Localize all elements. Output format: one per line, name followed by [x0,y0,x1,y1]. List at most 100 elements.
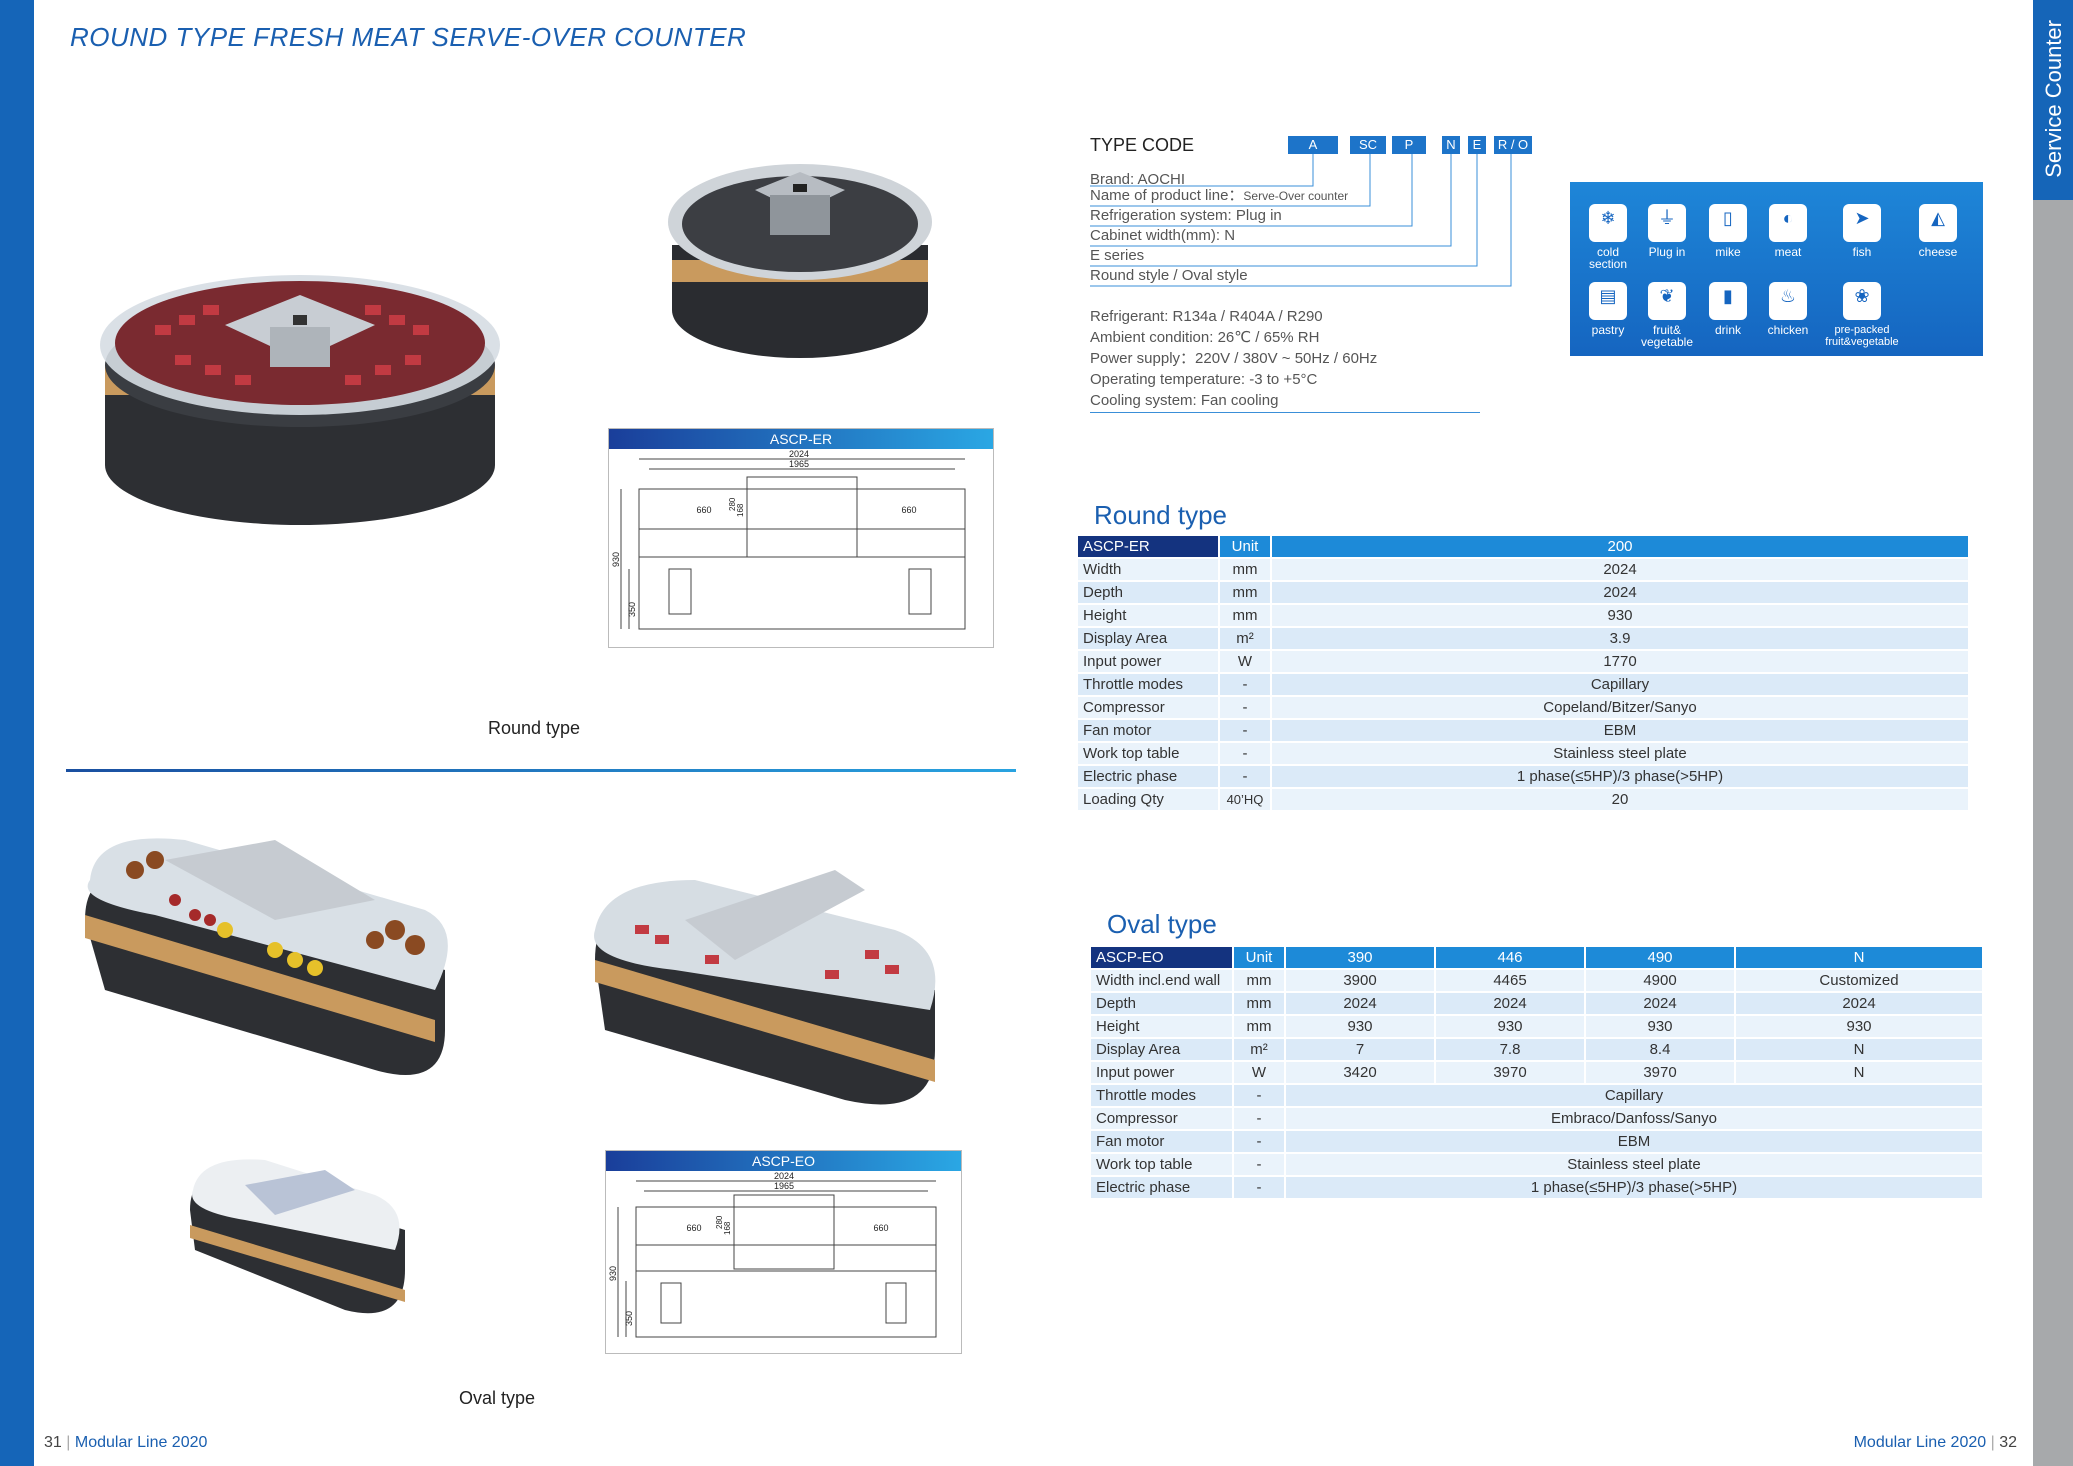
round-type-heading: Round type [1094,500,1227,530]
type-code-descriptions: Brand: AOCHI Name of product line：Serve-… [1090,170,1348,286]
oval-type-table: ASCP-EO Unit 390 446 490 N Width incl.en… [1091,947,1984,1200]
oval-dim-inner: 1965 [774,1181,794,1191]
table-row: Fan motor-EBM [1091,1130,1984,1154]
icon-label: cheese [1918,245,1958,259]
section-tab[interactable]: Service Counter [2033,0,2073,200]
round-type-caption: Round type [488,718,581,738]
table-row: Throttle modes-Capillary [1091,1084,1984,1108]
fruit-icon: ❦ [1648,282,1686,320]
page-number-left: 31 [44,1434,62,1451]
round-counter-image [100,275,500,525]
cake-icon: ▤ [1589,282,1627,320]
table-row: Work top table-Stainless steel plate [1091,1153,1984,1177]
table-row: Compressor-Embraco/Danfoss/Sanyo [1091,1107,1984,1131]
refrigerant-line: Refrigerant: R134a / R404A / R290 [1090,308,1323,325]
round-dim-inner: 1965 [789,459,809,469]
icon-meat: ◐ meat [1758,204,1818,258]
operating-conditions: Refrigerant: R134a / R404A / R290 Ambien… [1090,306,1377,411]
icon-cold-section: ❄ cold section [1578,204,1638,270]
oval-dim-280: 280 [715,1215,724,1229]
table-header-row: ASCP-ER Unit 200 [1078,536,1970,559]
code-n: N [1442,136,1460,154]
left-edge-bar [0,0,34,1466]
conditions-underline [1090,412,1480,413]
packed-fruit-icon: ❀ [1843,282,1881,320]
icon-drink: ▮ drink [1698,282,1758,336]
icon-pastry: ▤ pastry [1578,282,1638,336]
icon-label-2: section [1588,257,1628,271]
icon-label: fruit& [1652,323,1681,337]
icon-fish: ➤ fish [1832,204,1892,258]
header-size-390: 390 [1285,947,1436,970]
power-supply-line: Power supply：220V / 380V ~ 50Hz / 60Hz [1090,350,1378,367]
icon-label: mike [1715,245,1741,259]
operating-temp-line: Operating temperature: -3 to +5°C [1090,371,1318,388]
oval-dim-height: 930 [608,1266,618,1281]
oval-type-caption: Oval type [459,1388,536,1408]
table-header-row: ASCP-EO Unit 390 446 490 N [1091,947,1984,970]
meat-icon: ◐ [1769,204,1807,242]
oval-type-heading: Oval type [1107,909,1217,939]
round-dim-shelf-right: 660 [901,505,916,515]
product-line-row: Name of product line：Serve-Over counter [1090,186,1348,206]
round-dim-shelf-left: 660 [696,505,711,515]
bottle-icon: ▮ [1709,282,1747,320]
product-category-icons: ❄ cold section ⏚ Plug in ▯ mike ◐ meat ➤… [1570,182,1983,356]
round-dim-280: 280 [728,497,737,511]
type-code-connectors [1090,154,1512,287]
section-divider [66,769,1016,772]
refrigeration-line: Refrigeration system: Plug in [1090,207,1282,224]
icon-label: chicken [1767,323,1809,337]
table-row: Electric phase-1 phase(≤5HP)/3 phase(>5H… [1091,1176,1984,1200]
table-row: Electric phase-1 phase(≤5HP)/3 phase(>5H… [1078,765,1970,789]
code-sc: SC [1350,136,1386,154]
code-a: A [1288,136,1338,154]
oval-technical-drawing: ASCP-EO 2024 1965 660 660 280 168 930 35… [605,1150,962,1354]
icon-label: pastry [1591,323,1625,337]
icon-label: Plug in [1648,245,1686,259]
code-p: P [1392,136,1426,154]
oval-dim-168: 168 [723,1221,732,1235]
cabinet-width-line: Cabinet width(mm): N [1090,227,1236,244]
round-dim-height: 930 [611,552,621,567]
type-code-label: TYPE CODE [1090,135,1195,155]
icon-label: fish [1852,245,1872,259]
page-number-right: 32 [1999,1434,2017,1451]
product-line-label: Name of product line： [1090,187,1244,204]
plug-icon: ⏚ [1648,204,1686,242]
table-row: Compressor-Copeland/Bitzer/Sanyo [1078,696,1970,720]
header-size-n: N [1735,947,1984,970]
icon-label-2: fruit&vegetable [1825,336,1899,348]
oval-drawing-header: ASCP-EO [606,1151,961,1171]
header-model: ASCP-EO [1091,947,1234,970]
icon-label: cold [1596,245,1619,259]
oval-dim-outer: 2024 [774,1171,794,1181]
header-model: ASCP-ER [1078,536,1220,559]
icon-chicken: ♨ chicken [1758,282,1818,336]
oval-dim-base: 350 [624,1311,634,1326]
header-size-490: 490 [1585,947,1736,970]
oval-small-counter-image [190,1159,405,1314]
section-tab-label: Service Counter [2041,20,2066,178]
round-drawing-svg: 2024 1965 660 660 280 168 930 350 [611,449,966,630]
header-size: 200 [1271,536,1970,559]
oval-drawing-svg: 2024 1965 660 660 280 168 930 350 [608,1171,937,1338]
style-line: Round style / Oval style [1090,267,1248,284]
footer-left-text: Modular Line 2020 [74,1434,208,1451]
milk-icon: ▯ [1709,204,1747,242]
chicken-icon: ♨ [1769,282,1807,320]
round-dim-base: 350 [627,602,637,617]
icon-label-2: vegetable [1640,335,1694,349]
icon-label: pre-packed [1834,324,1890,336]
header-size-446: 446 [1435,947,1586,970]
series-line: E series [1090,247,1145,264]
round-counter-dark-image [668,164,932,358]
table-row: Throttle modes-Capillary [1078,673,1970,697]
